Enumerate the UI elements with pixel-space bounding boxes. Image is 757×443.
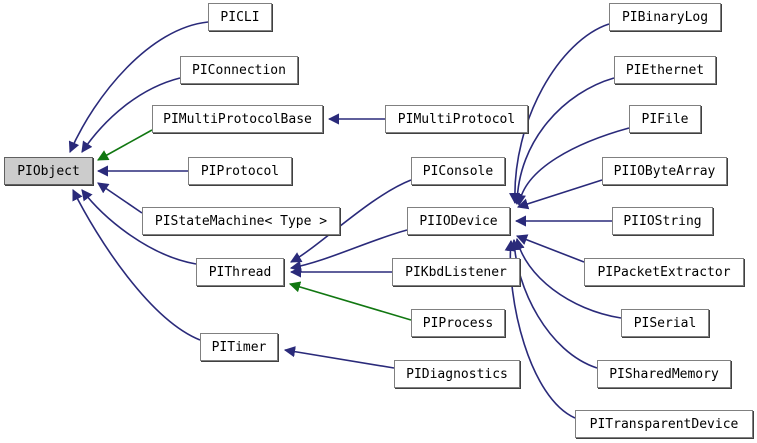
- class-node-label: PIMultiProtocolBase: [163, 111, 312, 127]
- class-node-label: PIStateMachine< Type >: [154, 213, 328, 229]
- class-node-label: PIConnection: [192, 62, 286, 78]
- class-node-pistatemachine[interactable]: PIStateMachine< Type >: [142, 207, 340, 235]
- class-node-piprocess[interactable]: PIProcess: [411, 309, 505, 337]
- edge-pitransparentdevice-to-piiodevice: [504, 239, 576, 419]
- edge-piethernet-to-piiodevice: [511, 77, 615, 206]
- class-node-label: PIBinaryLog: [621, 9, 709, 25]
- class-node-label: PIIOByteArray: [613, 163, 716, 179]
- edge-pimultiprotocolbase-to-piobject: [97, 129, 153, 161]
- class-node-label: PIIODevice: [419, 213, 498, 229]
- class-node-pimultiprotocolbase[interactable]: PIMultiProtocolBase: [152, 105, 323, 133]
- class-node-label: PITimer: [211, 339, 267, 355]
- class-node-piiostring[interactable]: PIIOString: [612, 207, 713, 235]
- class-node-label: PIConsole: [422, 163, 494, 179]
- class-node-label: PIObject: [17, 163, 80, 179]
- class-node-label: PITransparentDevice: [589, 416, 739, 432]
- edge-pidiagnostics-to-pitimer: [283, 346, 395, 369]
- class-node-piserial[interactable]: PISerial: [621, 309, 709, 337]
- class-node-piconsole[interactable]: PIConsole: [411, 157, 505, 185]
- class-node-label: PICLI: [220, 9, 260, 25]
- edge-piiodevice-to-pithread: [289, 229, 408, 272]
- class-node-pibinarylog[interactable]: PIBinaryLog: [609, 3, 721, 31]
- class-node-picli[interactable]: PICLI: [208, 3, 272, 31]
- class-node-label: PIProcess: [422, 315, 494, 331]
- class-node-label: PIMultiProtocol: [397, 111, 516, 127]
- class-node-pidiagnostics[interactable]: PIDiagnostics: [394, 360, 520, 388]
- edge-pipacketextractor-to-piiodevice: [515, 234, 585, 263]
- class-node-label: PIProtocol: [200, 163, 280, 179]
- edge-pibinarylog-to-piiodevice: [509, 23, 610, 205]
- class-node-label: PIThread: [208, 264, 272, 280]
- class-node-pithread[interactable]: PIThread: [196, 258, 284, 286]
- edge-piprocess-to-pithread: [288, 281, 412, 321]
- class-node-pikbdlistener[interactable]: PIKbdListener: [392, 258, 520, 286]
- class-node-label: PIFile: [641, 111, 689, 127]
- class-node-pisharedmemory[interactable]: PISharedMemory: [597, 360, 731, 388]
- class-node-label: PIEthernet: [625, 62, 705, 78]
- class-node-label: PIIOString: [623, 213, 702, 229]
- edge-piiobytearray-to-piiodevice: [516, 179, 603, 210]
- class-node-piethernet[interactable]: PIEthernet: [614, 56, 716, 84]
- edge-pistatemachine-to-piobject: [97, 182, 143, 214]
- class-node-piiobytearray[interactable]: PIIOByteArray: [602, 157, 727, 185]
- class-node-pitransparentdevice[interactable]: PITransparentDevice: [575, 410, 753, 438]
- class-node-piiodevice[interactable]: PIIODevice: [407, 207, 510, 235]
- class-node-piconnection[interactable]: PIConnection: [180, 56, 298, 84]
- class-node-piobject[interactable]: PIObject: [4, 157, 93, 185]
- class-node-label: PIPacketExtractor: [597, 264, 731, 280]
- class-node-pimultiprotocol[interactable]: PIMultiProtocol: [385, 105, 528, 133]
- class-node-label: PISerial: [633, 315, 697, 331]
- class-node-label: PIDiagnostics: [406, 366, 508, 382]
- class-node-label: PISharedMemory: [609, 366, 719, 382]
- class-node-pitimer[interactable]: PITimer: [200, 333, 278, 361]
- class-node-pifile[interactable]: PIFile: [629, 105, 701, 133]
- class-node-piprotocol[interactable]: PIProtocol: [188, 157, 292, 185]
- class-node-pipacketextractor[interactable]: PIPacketExtractor: [584, 258, 744, 286]
- class-node-label: PIKbdListener: [405, 264, 507, 280]
